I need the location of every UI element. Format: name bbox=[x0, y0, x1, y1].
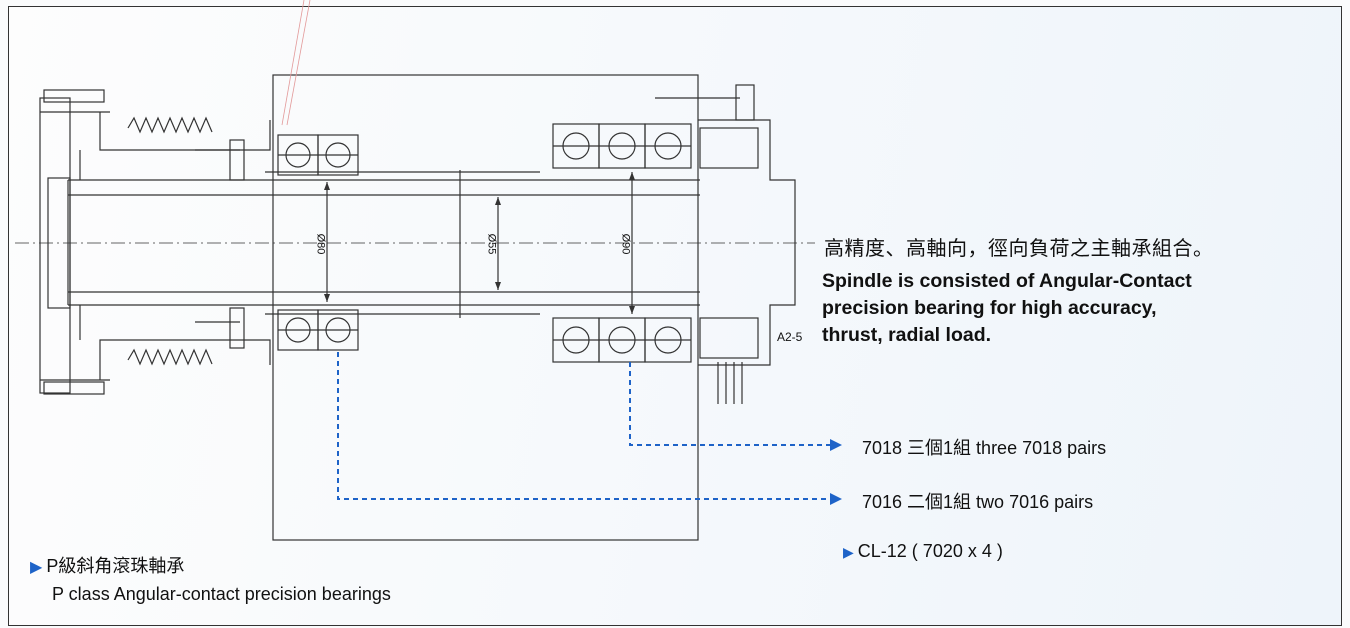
front-bearing-pair-bottom bbox=[277, 309, 359, 351]
housing-outline bbox=[272, 74, 699, 541]
triangle-bullet-icon: ▶ bbox=[30, 559, 43, 576]
description-line: Spindle is consisted of Angular-Contact bbox=[822, 270, 1192, 292]
rear-bearing-triple-bottom bbox=[552, 317, 692, 363]
dimension-label-55: Ø55 bbox=[485, 233, 498, 255]
front-bearing-pair-top bbox=[277, 134, 359, 176]
triangle-bullet-icon: ▶ bbox=[843, 544, 854, 560]
bearing-legend: ▶P級斜角滾珠軸承 P class Angular-contact precis… bbox=[30, 553, 391, 608]
spring-bottom bbox=[127, 348, 213, 366]
callout-7016: 7016 二個1組 two 7016 pairs bbox=[862, 492, 1094, 512]
leader-7018 bbox=[629, 362, 830, 446]
dimension-label-90: Ø90 bbox=[619, 233, 632, 255]
spring-top bbox=[127, 116, 213, 134]
leader-7016 bbox=[337, 352, 830, 500]
callout-7018: 7018 三個1組 three 7018 pairs bbox=[862, 438, 1107, 458]
callout-cl12: ▶CL-12 ( 7020 x 4 ) bbox=[843, 541, 1003, 562]
rear-bearing-triple-top bbox=[552, 123, 692, 169]
description-line: thrust, radial load. bbox=[822, 324, 992, 346]
description-line: precision bearing for high accuracy, bbox=[822, 297, 1157, 319]
callout-cl12-label: CL-12 ( 7020 x 4 ) bbox=[857, 541, 1003, 561]
spindle-nose-label: A2-5 bbox=[777, 330, 803, 344]
description-title-cn: 高精度、高軸向，徑向負荷之主軸承組合。 bbox=[824, 238, 1214, 260]
dimension-label-80: Ø80 bbox=[314, 233, 327, 255]
description-english: Spindle is consisted of Angular-Contact … bbox=[822, 268, 1192, 349]
legend-title-cn: P級斜角滾珠軸承 bbox=[46, 556, 185, 576]
legend-subtitle-en: P class Angular-contact precision bearin… bbox=[52, 584, 391, 604]
